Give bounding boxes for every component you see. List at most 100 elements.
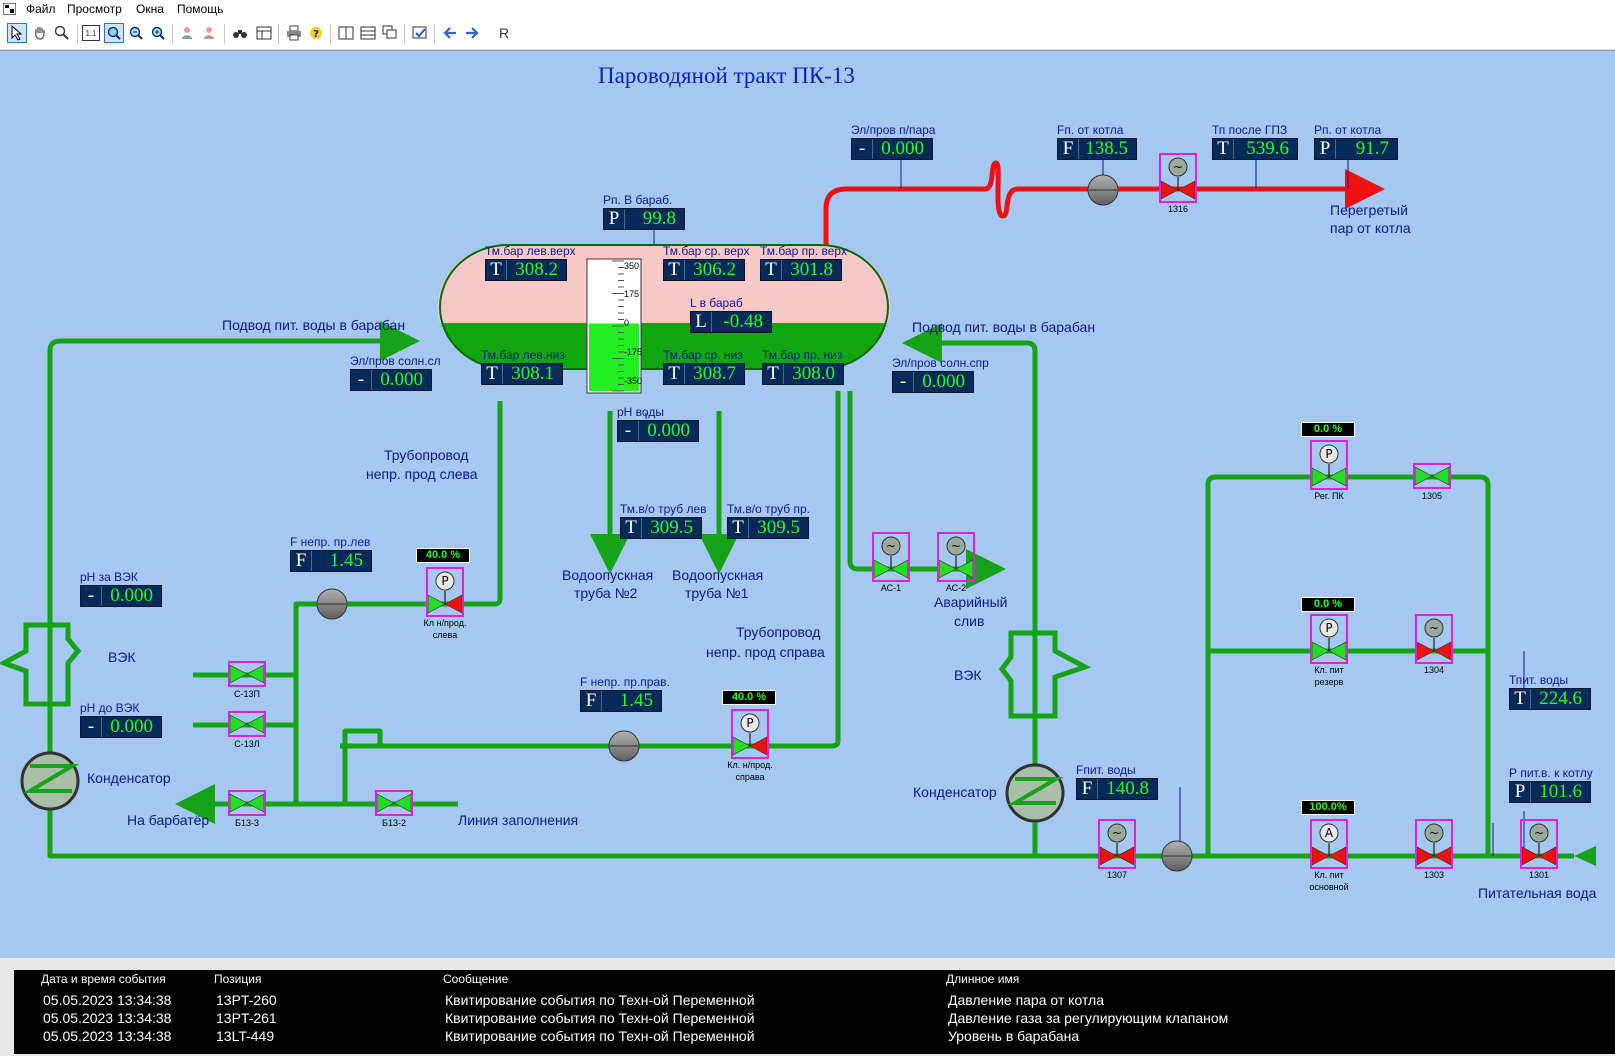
valve-v1304[interactable]: ~	[1415, 614, 1453, 664]
zoom-in-icon[interactable]	[148, 23, 168, 43]
pump-left-blowdown	[316, 588, 348, 620]
hand-pan-icon[interactable]	[30, 23, 50, 43]
menu-help[interactable]: Помощь	[177, 2, 224, 16]
binoculars-icon[interactable]	[230, 23, 250, 43]
valve-label-b132: Б13-2	[382, 818, 406, 828]
toolbar: 1:1 ? R	[0, 19, 1615, 50]
indicator-value: 308.0	[792, 363, 835, 384]
valve-v1305[interactable]	[1413, 463, 1451, 489]
indicator-ph-before[interactable]: -0.000	[80, 716, 162, 738]
event-log[interactable]: Дата и время события Позиция Сообщение Д…	[14, 970, 1615, 1054]
event-row-0-col-0[interactable]: 05.05.2023 13:34:38	[43, 992, 172, 1008]
select-pointer-icon[interactable]	[7, 23, 27, 43]
zoom-out-icon[interactable]	[126, 23, 146, 43]
indicator-l-drum[interactable]: L-0.48	[690, 311, 772, 333]
arrow-forward-icon[interactable]	[462, 23, 482, 43]
split-horizontal-icon[interactable]	[358, 23, 378, 43]
event-row-1-col-2[interactable]: Квитирование события по Техн-ой Переменн…	[445, 1010, 755, 1026]
zoom-1-1-button[interactable]: 1:1	[82, 25, 100, 41]
event-header-datetime[interactable]: Дата и время события	[41, 972, 166, 986]
indicator-value: 99.8	[642, 208, 676, 229]
valve-kl-left[interactable]: P	[426, 567, 464, 617]
indicator-ph-water[interactable]: -0.000	[617, 420, 699, 442]
valve-s13l[interactable]	[228, 711, 266, 737]
user-remove-icon[interactable]	[200, 23, 220, 43]
r-button[interactable]: R	[498, 25, 510, 41]
table-view-icon[interactable]	[254, 23, 274, 43]
actuator-p-icon: P	[1325, 621, 1332, 635]
indicator-el-steam[interactable]: -0.000	[851, 138, 933, 160]
print-icon[interactable]	[284, 23, 304, 43]
actuator-a-icon: A	[1325, 826, 1334, 840]
valve-v1301[interactable]: ~	[1520, 819, 1558, 869]
menu-windows[interactable]: Окна	[136, 2, 164, 16]
event-row-0-col-2[interactable]: Квитирование события по Техн-ой Переменн…	[445, 992, 755, 1008]
label-condenser-left: Конденсатор	[87, 770, 171, 786]
indicator-ph-after[interactable]: -0.000	[80, 585, 162, 607]
valve-s13p[interactable]	[228, 661, 266, 687]
help-question-icon[interactable]: ?	[306, 23, 326, 43]
valve-label-v1301: 1301	[1528, 870, 1550, 880]
zoom-fit-icon[interactable]	[104, 23, 124, 43]
valve-v1303[interactable]: ~	[1415, 819, 1453, 869]
event-row-2-col-3[interactable]: Уровень в барабана	[948, 1028, 1080, 1044]
event-row-1-col-3[interactable]: Давление газа за регулирующим клапаном	[948, 1010, 1229, 1026]
valve-ac1[interactable]: ~	[872, 532, 910, 582]
event-row-0-col-1[interactable]: 13PT-260	[216, 992, 277, 1008]
valve-b133[interactable]	[228, 790, 266, 816]
event-row-2-col-0[interactable]: 05.05.2023 13:34:38	[43, 1028, 172, 1044]
valve-label-res-2: резерв	[1314, 677, 1344, 687]
indicator-caption-p-feed: Р пит.в. к котлу	[1509, 766, 1593, 780]
event-row-1-col-1[interactable]: 13PT-261	[216, 1010, 277, 1026]
valve-v1307[interactable]: ~	[1098, 819, 1136, 869]
pump-feed	[1161, 840, 1193, 872]
valve-v1316[interactable]: ~	[1159, 153, 1197, 203]
indicator-el-salt-left[interactable]: -0.000	[350, 369, 432, 391]
valve-kl-right[interactable]: P	[731, 709, 769, 759]
indicator-el-salt-right[interactable]: -0.000	[892, 371, 974, 393]
label-fill-line: Линия заполнения	[458, 812, 579, 828]
valve-b132[interactable]	[375, 790, 413, 816]
valve-main[interactable]: A	[1310, 819, 1348, 869]
window-check-icon[interactable]	[410, 23, 430, 43]
event-row-1-col-0[interactable]: 05.05.2023 13:34:38	[43, 1010, 172, 1026]
valve-reserve[interactable]: P	[1310, 614, 1348, 664]
valve-reg[interactable]: P	[1310, 440, 1348, 490]
indicator-caption-ph-before: pH до ВЭК	[80, 701, 140, 715]
split-vertical-icon[interactable]	[336, 23, 356, 43]
indicator-caption-ph-after: pH за ВЭК	[80, 570, 138, 584]
valve-ac2[interactable]: ~	[937, 532, 975, 582]
menu-file[interactable]: Файл	[26, 2, 56, 16]
menu-view[interactable]: Просмотр	[67, 2, 122, 16]
event-row-0-col-3[interactable]: Давление пара от котла	[948, 992, 1104, 1008]
event-header-longname[interactable]: Длинное имя	[946, 972, 1020, 986]
magnifier-icon[interactable]	[52, 23, 72, 43]
label-feed-water: Питательная вода	[1478, 885, 1597, 901]
event-header-message[interactable]: Сообщение	[443, 972, 509, 986]
valve-label-v1316: 1316	[1167, 204, 1189, 214]
event-header-position[interactable]: Позиция	[214, 972, 262, 986]
event-row-2-col-2[interactable]: Квитирование события по Техн-ой Переменн…	[445, 1028, 755, 1044]
cascade-windows-icon[interactable]	[380, 23, 400, 43]
arrow-back-icon[interactable]	[440, 23, 460, 43]
user-add-icon[interactable]	[178, 23, 198, 43]
event-row-2-col-1[interactable]: 13LT-449	[216, 1028, 275, 1044]
label-downcomer2-2: труба №2	[574, 585, 638, 601]
